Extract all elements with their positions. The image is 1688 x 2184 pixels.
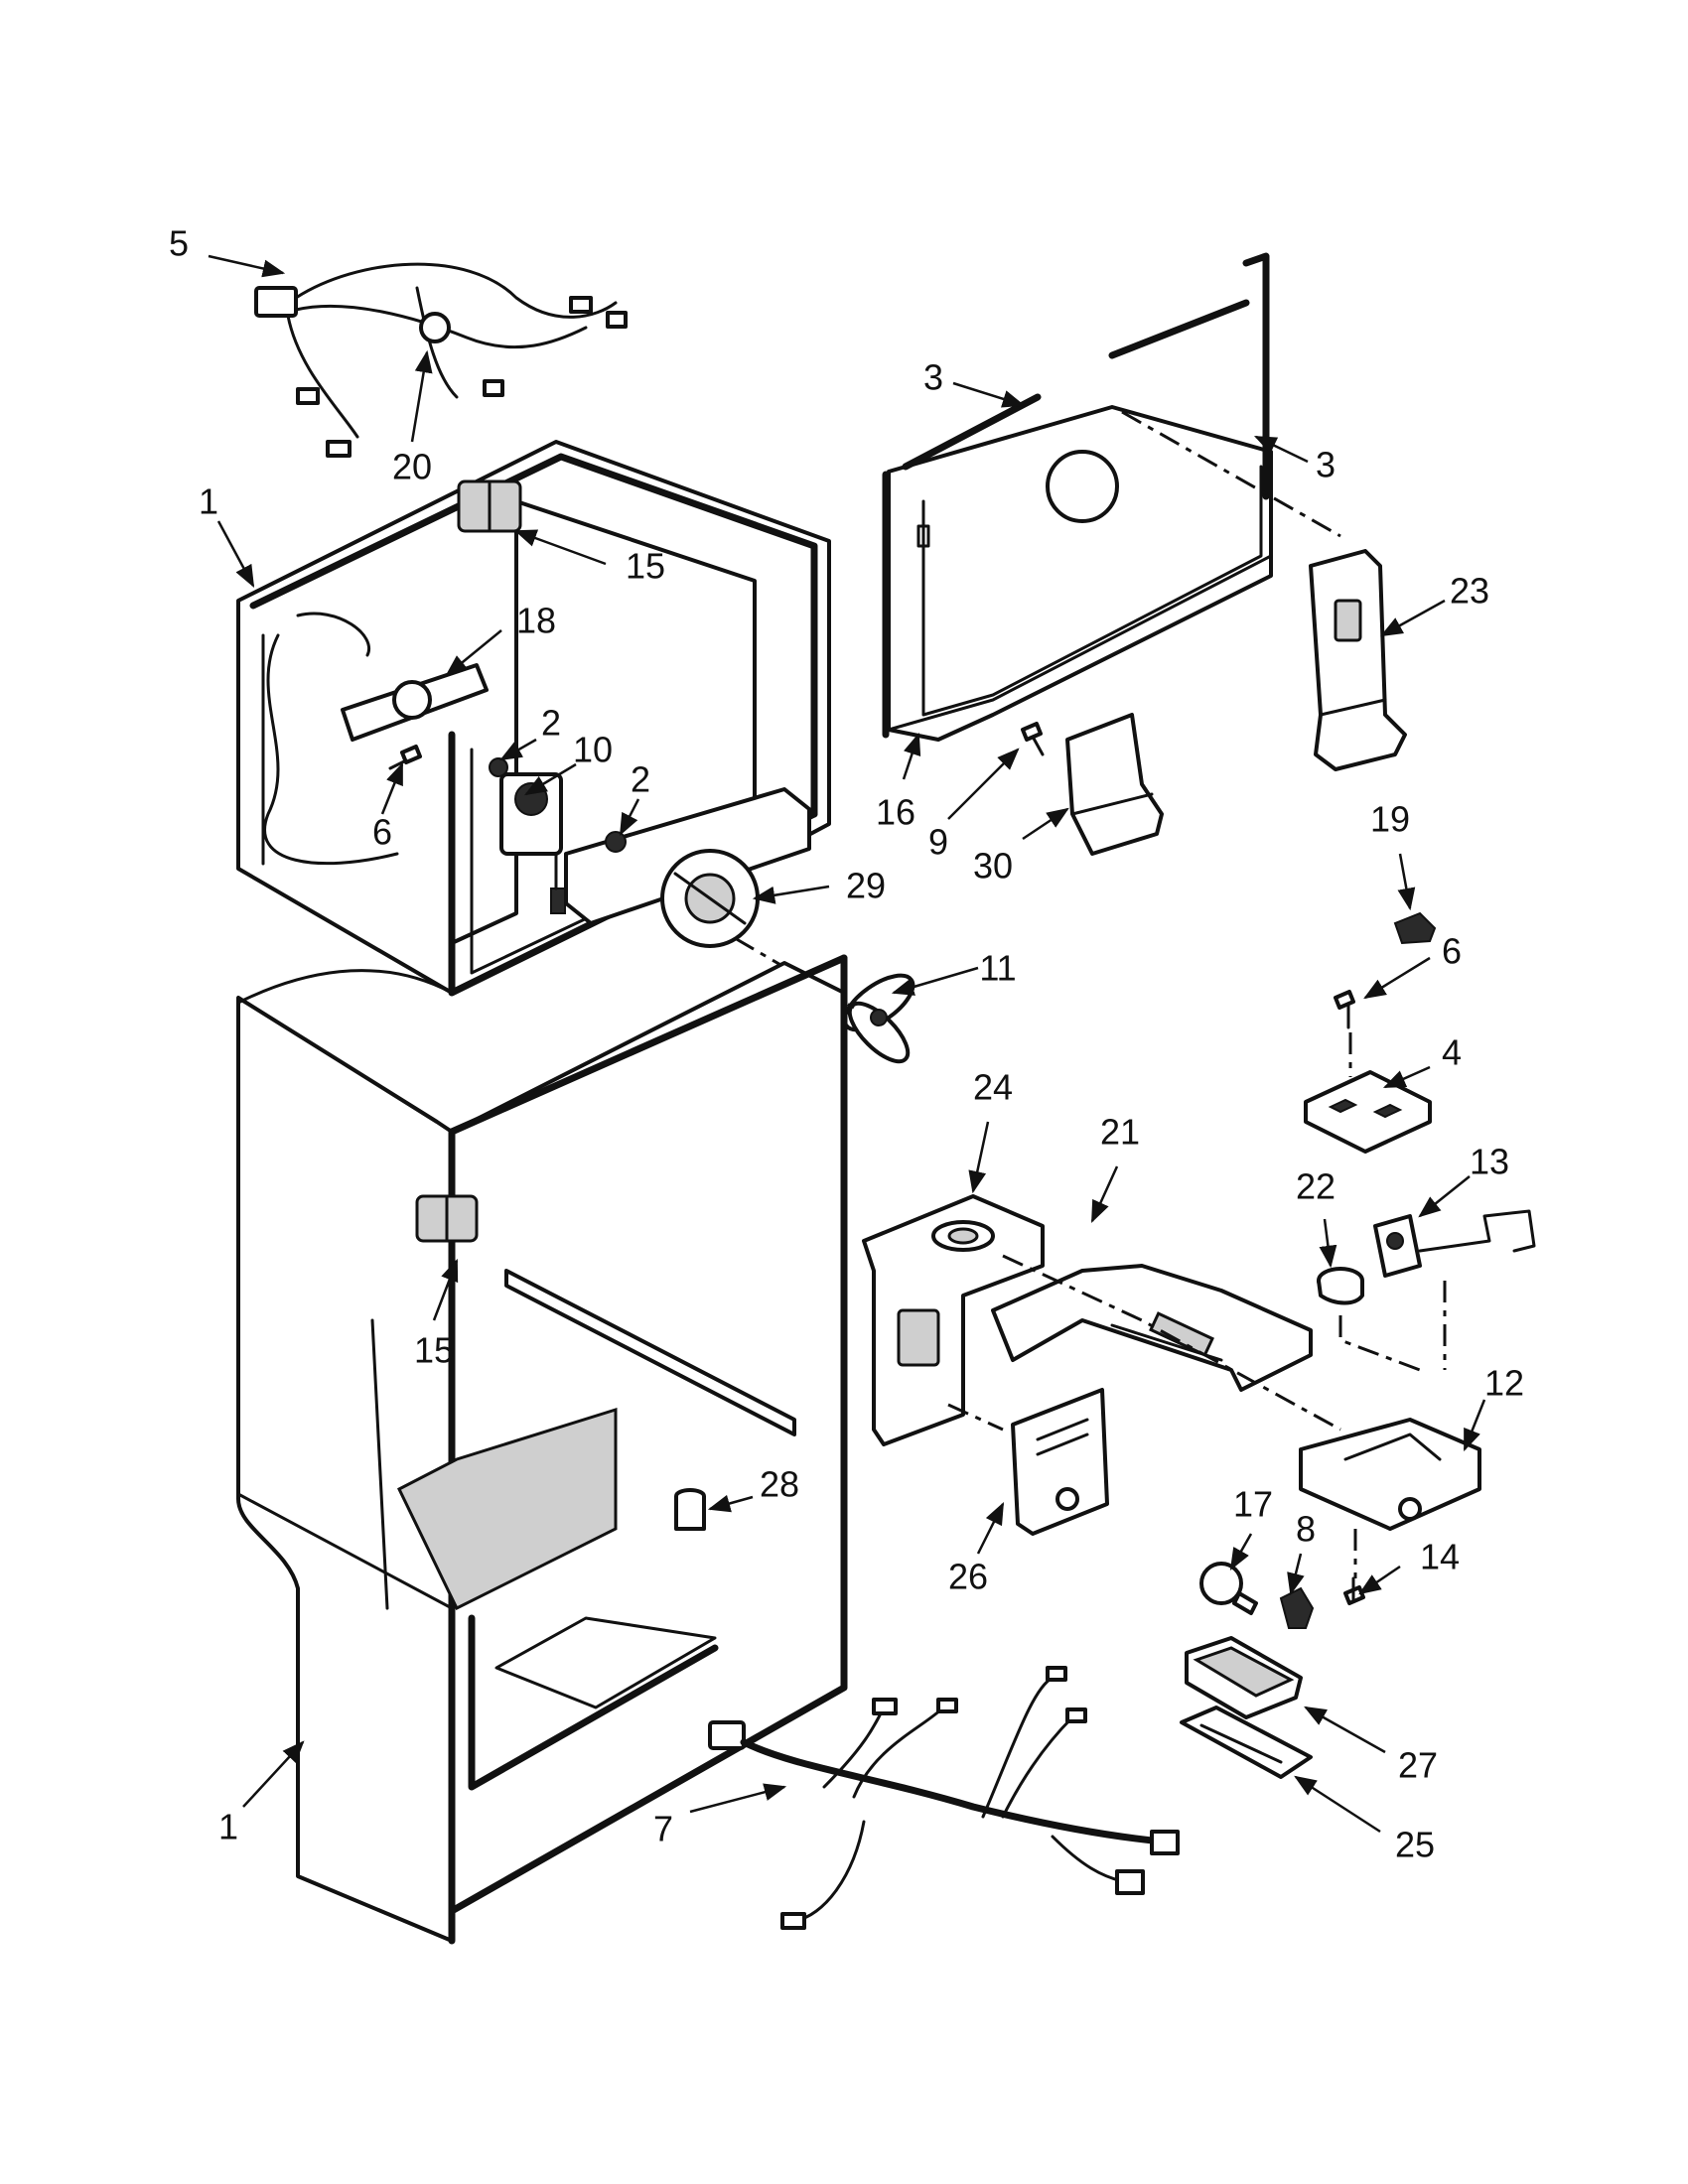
fresh-food-liner — [236, 954, 848, 1945]
assembly-dash-lower — [947, 1403, 1004, 1432]
callout-3-left: 3 — [923, 357, 943, 398]
cap-19-shape — [1393, 911, 1437, 945]
callout-24: 24 — [973, 1067, 1013, 1108]
callout-6-upper: 6 — [372, 812, 392, 853]
callout-22: 22 — [1296, 1166, 1336, 1207]
bulb-17 — [1199, 1562, 1258, 1615]
callout-27: 27 — [1398, 1745, 1438, 1786]
callout-2-lower: 2 — [631, 759, 650, 800]
screw-6-right-shape — [1334, 990, 1355, 1029]
callout-15-upper: 15 — [626, 546, 665, 587]
screw-9-shape — [1021, 722, 1045, 756]
control-board-4 — [1304, 1070, 1432, 1154]
knob-dash — [1338, 1315, 1421, 1372]
callout-7: 7 — [653, 1809, 673, 1849]
callout-9: 9 — [928, 822, 948, 863]
callout-19: 19 — [1370, 799, 1410, 840]
callout-8: 8 — [1296, 1509, 1316, 1550]
callout-15-lower: 15 — [414, 1330, 454, 1371]
callout-2-upper: 2 — [541, 703, 561, 744]
control-housing-23 — [1309, 549, 1407, 771]
control-housing-12 — [1299, 1418, 1481, 1531]
callout-1-lower: 1 — [218, 1807, 238, 1847]
callout-16: 16 — [876, 792, 915, 833]
grommet-lower-shape — [605, 831, 627, 853]
callout-17: 17 — [1233, 1484, 1273, 1525]
callout-1-upper: 1 — [199, 481, 218, 522]
housing-24 — [862, 1194, 1045, 1446]
callout-14: 14 — [1420, 1537, 1460, 1577]
callout-4: 4 — [1442, 1032, 1462, 1073]
cover-26 — [1011, 1388, 1109, 1536]
callout-labels: 5 20 1 15 18 2 10 2 6 29 11 15 28 1 7 3 … — [169, 223, 1524, 1865]
fan-blade — [842, 973, 915, 1064]
fan-shroud — [564, 787, 811, 948]
drain-fitting — [674, 1488, 706, 1531]
evaporator-cover-panel — [882, 252, 1273, 742]
callout-13: 13 — [1470, 1142, 1509, 1182]
wire-harness-upper — [254, 262, 628, 458]
callout-26: 26 — [948, 1557, 988, 1597]
callout-3-right: 3 — [1316, 445, 1336, 485]
callout-21: 21 — [1100, 1112, 1140, 1153]
callout-5: 5 — [169, 223, 189, 264]
thermostat-13 — [1373, 1209, 1536, 1278]
callout-10: 10 — [573, 730, 613, 770]
panel-dash-23 — [1121, 410, 1341, 538]
callout-18: 18 — [516, 601, 556, 641]
callout-28: 28 — [760, 1464, 799, 1505]
knob-22 — [1317, 1267, 1364, 1305]
callout-6-right: 6 — [1442, 931, 1462, 972]
leader-lines — [208, 254, 1486, 1834]
bracket-18 — [341, 663, 489, 742]
light-housing-25 — [1180, 1706, 1313, 1779]
grommet-upper-shape — [489, 757, 508, 777]
callout-25: 25 — [1395, 1825, 1435, 1865]
callout-30: 30 — [973, 846, 1013, 887]
duct-21 — [991, 1264, 1313, 1392]
callout-12: 12 — [1484, 1363, 1524, 1404]
socket-8 — [1279, 1586, 1315, 1629]
callout-29: 29 — [846, 866, 886, 906]
duct-30 — [1065, 713, 1164, 856]
wire-harness-lower — [708, 1666, 1180, 1930]
light-lens-27 — [1185, 1636, 1303, 1719]
assembly-dash-upper — [1002, 1254, 1341, 1432]
callout-20: 20 — [392, 447, 432, 487]
screw-14-shape — [1343, 1576, 1365, 1605]
callout-23: 23 — [1450, 571, 1489, 612]
callout-11: 11 — [979, 948, 1016, 989]
